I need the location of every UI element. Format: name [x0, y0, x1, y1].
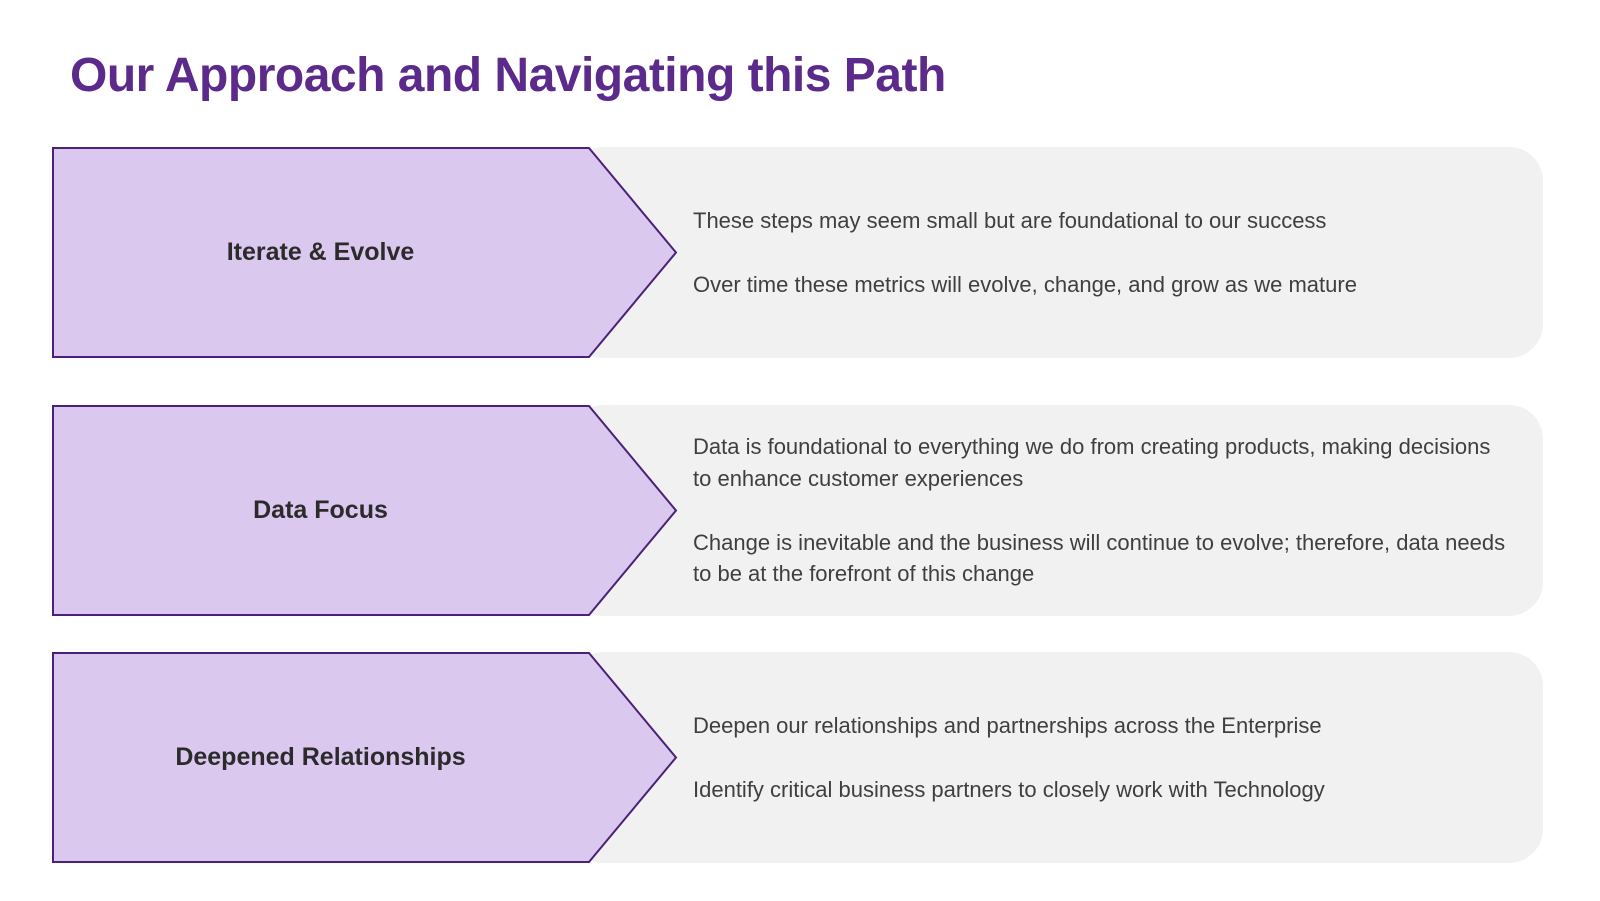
arrow-label: Deepened Relationships — [175, 743, 466, 771]
right-arrow-icon — [52, 652, 678, 863]
right-arrow-icon — [52, 405, 678, 616]
description-panel — [570, 147, 1543, 358]
arrow-label: Iterate & Evolve — [226, 238, 415, 266]
approach-row-deepened-relationships: Deepen our relationships and partnership… — [0, 652, 1600, 863]
arrow-shape: Data Focus — [52, 405, 679, 616]
description-line: Identify critical business partners to c… — [693, 776, 1325, 802]
description-line: Deepen our relationships and partnership… — [693, 712, 1322, 738]
arrow-shape: Deepened Relationships — [52, 652, 679, 863]
description-panel — [570, 405, 1543, 616]
description-panel — [570, 652, 1543, 863]
arrow-label: Data Focus — [253, 496, 388, 524]
description-line: Data is foundational to everything we do… — [693, 433, 1491, 491]
description-text-block: Deepen our relationships and partnership… — [693, 652, 1513, 863]
description-line: These steps may seem small but are found… — [693, 207, 1327, 233]
page-title: Our Approach and Navigating this Path — [70, 49, 946, 102]
description-text-block: These steps may seem small but are found… — [693, 147, 1513, 358]
description-line: Over time these metrics will evolve, cha… — [693, 271, 1357, 297]
description-text-block: Data is foundational to everything we do… — [693, 405, 1513, 616]
approach-row-iterate-evolve: These steps may seem small but are found… — [0, 147, 1600, 358]
description-line: Change is inevitable and the business wi… — [693, 529, 1506, 587]
right-arrow-icon — [52, 147, 678, 358]
arrow-shape: Iterate & Evolve — [52, 147, 679, 358]
approach-row-data-focus: Data is foundational to everything we do… — [0, 405, 1600, 616]
